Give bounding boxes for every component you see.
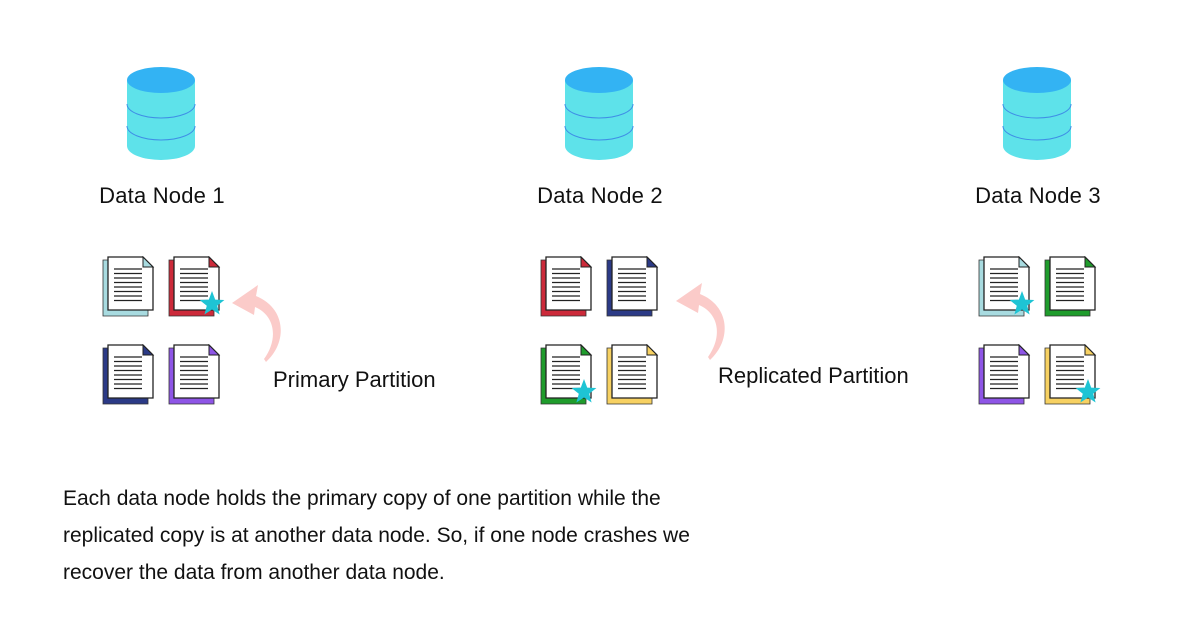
description-line: Each data node holds the primary copy of… (63, 487, 661, 510)
node-label-2: Data Node 2 (537, 183, 663, 208)
partition-document-icon (606, 343, 664, 406)
partition-document-icon (978, 343, 1036, 406)
partition-document-icon (1044, 255, 1102, 318)
partition-document-icon (540, 255, 598, 318)
description-text: Each data node holds the primary copy of… (63, 480, 863, 591)
database-icon (563, 66, 635, 162)
partition-document-icon (606, 255, 664, 318)
curved-arrow-icon (232, 285, 281, 362)
partition-document-icon (102, 343, 160, 406)
partition-document-icon (1044, 343, 1102, 406)
description-line: replicated copy is at another data node.… (63, 524, 690, 547)
replicated-partition-label: Replicated Partition (718, 363, 909, 388)
primary-partition-label: Primary Partition (273, 367, 436, 392)
partition-document-icon (168, 255, 226, 318)
partition-document-icon (978, 255, 1036, 318)
database-icon (125, 66, 197, 162)
description-line: recover the data from another data node. (63, 561, 445, 584)
database-icon (1001, 66, 1073, 162)
partition-document-icon (540, 343, 598, 406)
partition-document-icon (102, 255, 160, 318)
curved-arrow-icon (676, 283, 725, 360)
node-label-1: Data Node 1 (99, 183, 225, 208)
node-label-3: Data Node 3 (975, 183, 1101, 208)
partition-document-icon (168, 343, 226, 406)
